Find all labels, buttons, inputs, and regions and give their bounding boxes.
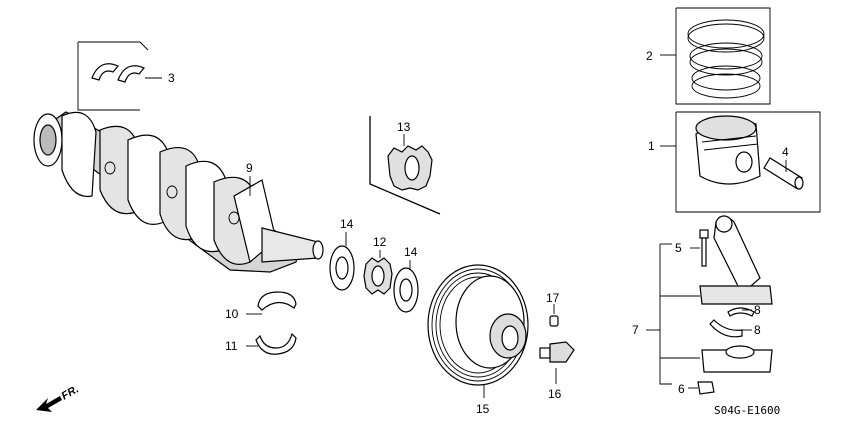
callout-2: 2 — [646, 49, 653, 63]
rod-bolt[interactable] — [690, 229, 709, 267]
piston-rings[interactable] — [660, 7, 771, 105]
rod-bearing-lower[interactable] — [709, 319, 752, 338]
callout-1: 1 — [648, 139, 655, 153]
crankshaft[interactable] — [33, 111, 324, 273]
washer-a[interactable] — [329, 232, 355, 291]
connecting-rod-assy[interactable] — [646, 215, 773, 385]
callout-4: 4 — [782, 145, 789, 159]
callout-8a: 8 — [754, 303, 761, 317]
callout-7: 7 — [632, 323, 639, 337]
callout-6: 6 — [678, 382, 685, 396]
callout-14b: 14 — [404, 245, 418, 259]
callout-5: 5 — [675, 241, 682, 255]
callout-9: 9 — [246, 161, 253, 175]
rod-nut[interactable] — [688, 381, 715, 395]
callout-3: 3 — [168, 71, 175, 85]
callout-15: 15 — [476, 402, 490, 416]
washer-b[interactable] — [393, 260, 419, 313]
callout-11: 11 — [225, 339, 238, 353]
rod-bearing-upper[interactable] — [727, 307, 755, 317]
timing-sprocket[interactable] — [363, 250, 393, 295]
piston[interactable] — [660, 111, 821, 213]
thrust-washers[interactable] — [77, 41, 162, 111]
svg-text:FR.: FR. — [60, 383, 81, 402]
callout-10: 10 — [225, 307, 239, 321]
callout-12: 12 — [373, 235, 387, 249]
main-bearing-upper[interactable] — [246, 291, 297, 315]
diagram-code: S04G-E1600 — [714, 404, 780, 417]
front-direction-arrow: FR. — [36, 383, 81, 412]
crank-pulley[interactable] — [427, 264, 529, 398]
pulley-bolt[interactable] — [539, 341, 575, 384]
oil-pump-sprocket-group[interactable] — [369, 116, 441, 215]
callout-17: 17 — [546, 291, 560, 305]
callout-8b: 8 — [754, 323, 761, 337]
woodruff-key[interactable] — [549, 304, 559, 327]
piston-pin[interactable] — [763, 157, 804, 190]
callout-14a: 14 — [340, 217, 354, 231]
main-bearing-lower[interactable] — [246, 332, 297, 355]
callout-13: 13 — [397, 120, 411, 134]
callout-16: 16 — [548, 387, 562, 401]
